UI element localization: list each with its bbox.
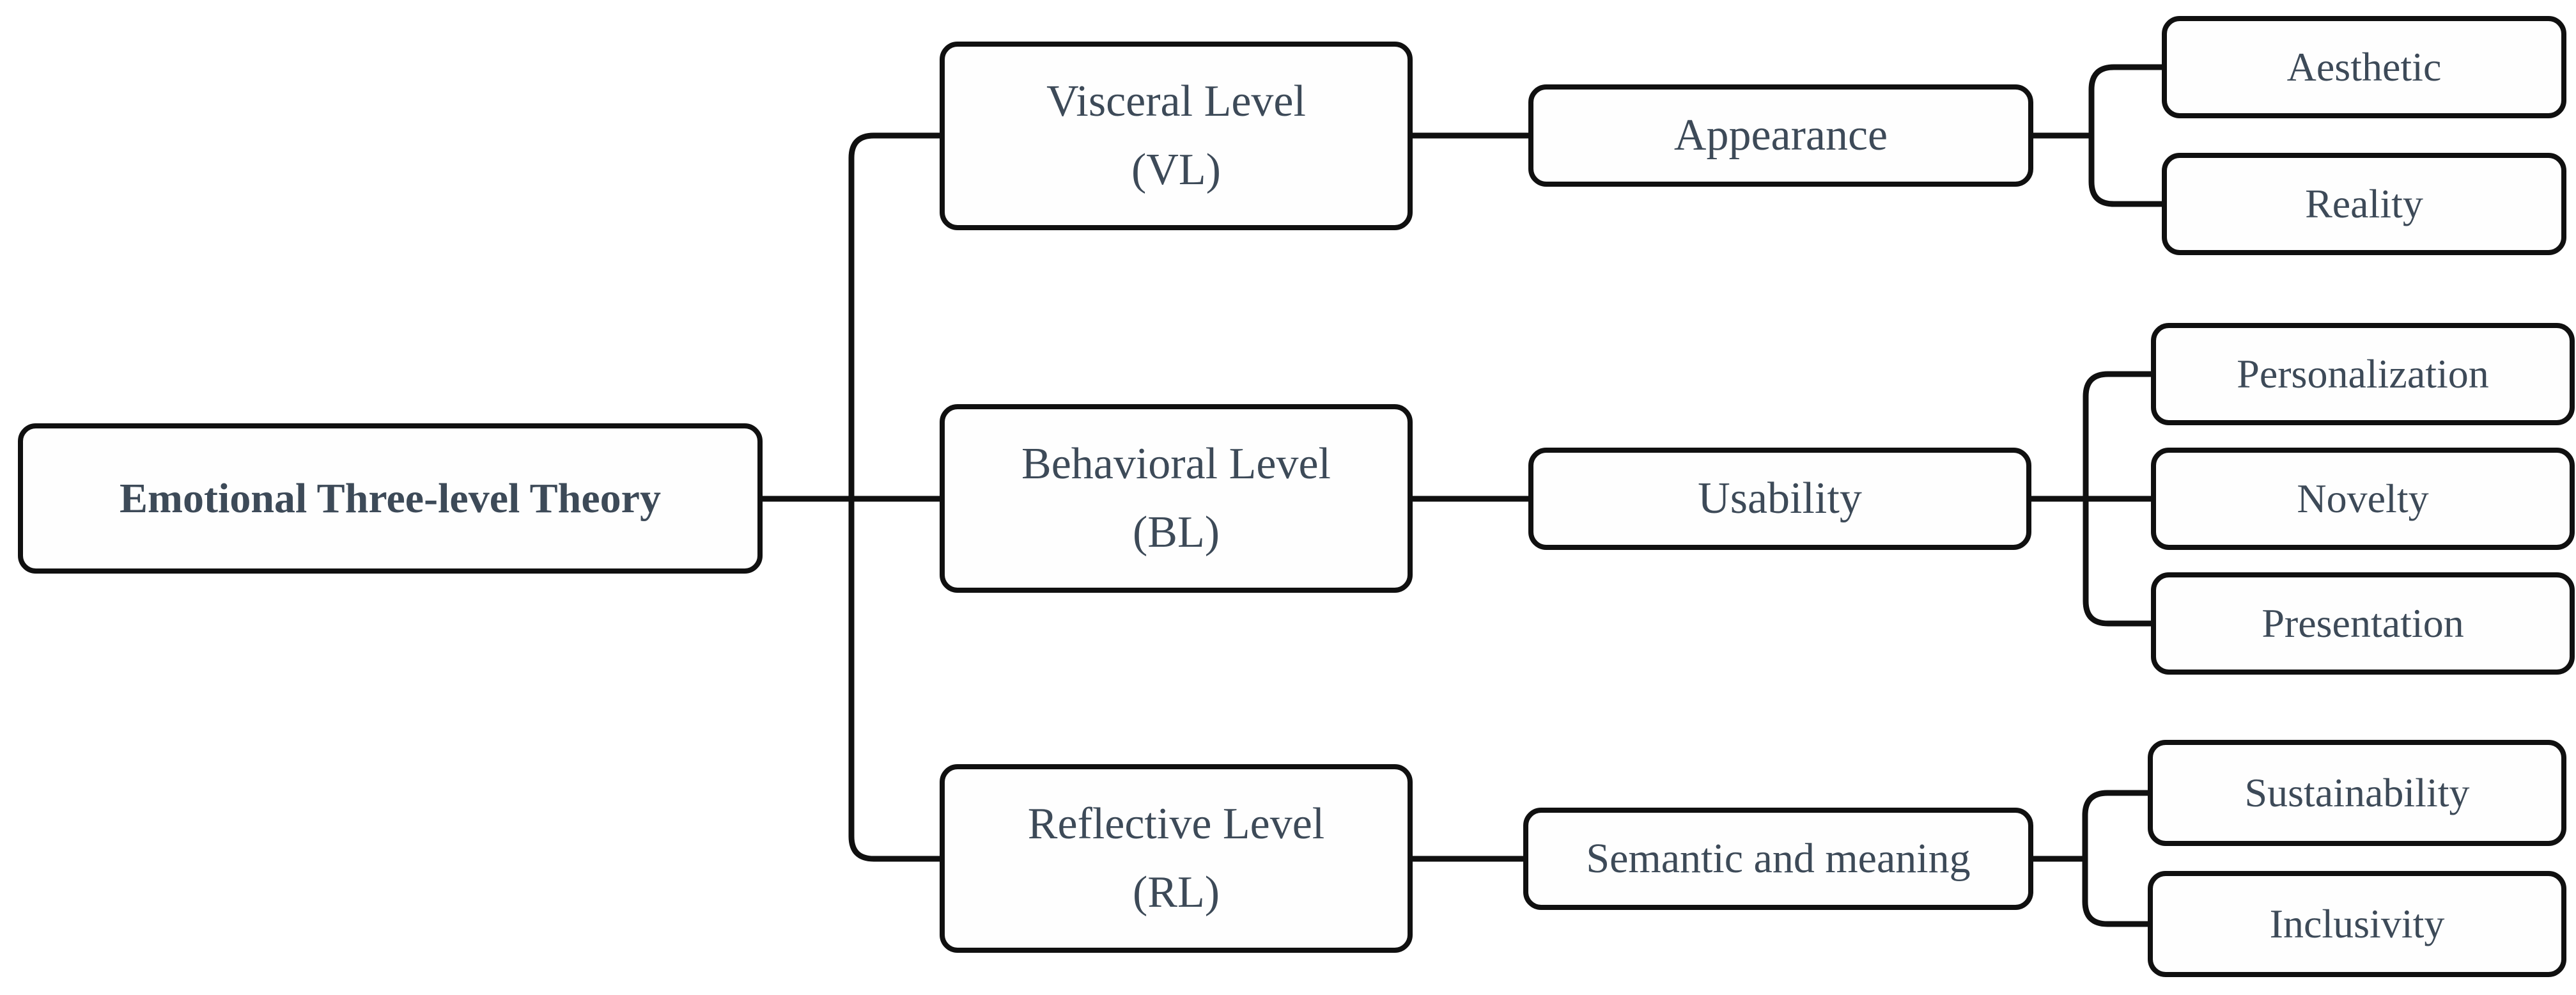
personalization-label: Personalization [2237, 351, 2489, 396]
aesthetic-label: Aesthetic [2286, 44, 2442, 90]
reality-label: Reality [2305, 181, 2423, 226]
novelty-label: Novelty [2297, 476, 2429, 521]
level-node-behavioral: Behavioral Level (BL) [940, 404, 1413, 593]
dimension-node-usability: Usability [1528, 448, 2031, 550]
presentation-label: Presentation [2262, 600, 2464, 646]
attribute-node-novelty: Novelty [2151, 448, 2575, 550]
reflective-label-line1: Reflective Level [1027, 799, 1325, 849]
level-node-reflective: Reflective Level (RL) [940, 764, 1413, 953]
attribute-node-personalization: Personalization [2151, 323, 2575, 425]
dimension-node-semantic-and-meaning: Semantic and meaning [1523, 808, 2033, 910]
connector-main-spine [848, 132, 940, 862]
behavioral-label-line1: Behavioral Level [1021, 439, 1331, 489]
root-node-emotional-three-level-theory: Emotional Three-level Theory [18, 423, 763, 574]
attribute-node-inclusivity: Inclusivity [2148, 871, 2566, 977]
connector-usability-spine [2083, 371, 2151, 627]
inclusivity-label: Inclusivity [2269, 901, 2445, 946]
appearance-label: Appearance [1673, 111, 1888, 160]
attribute-node-presentation: Presentation [2151, 572, 2575, 675]
sustainability-label: Sustainability [2244, 770, 2470, 815]
visceral-label-line2: (VL) [1131, 145, 1221, 194]
reflective-label-line2: (RL) [1132, 867, 1220, 917]
attribute-node-aesthetic: Aesthetic [2162, 16, 2566, 118]
root-node-label: Emotional Three-level Theory [120, 474, 661, 522]
usability-label: Usability [1698, 474, 1862, 523]
dimension-node-appearance: Appearance [1528, 84, 2033, 187]
attribute-node-reality: Reality [2162, 153, 2566, 255]
connector-appearance-spine [2088, 64, 2162, 207]
behavioral-label-line2: (BL) [1132, 507, 1220, 557]
semantic-label: Semantic and meaning [1586, 835, 1971, 882]
level-node-visceral: Visceral Level (VL) [940, 42, 1413, 230]
visceral-label-line1: Visceral Level [1046, 77, 1306, 127]
connector-semantic-spine [2082, 790, 2148, 927]
attribute-node-sustainability: Sustainability [2148, 740, 2566, 846]
